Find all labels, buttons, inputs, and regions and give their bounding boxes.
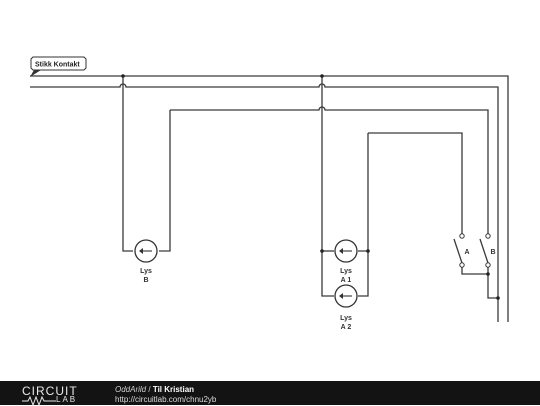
lamp-b-label-line2: B (143, 277, 148, 284)
junction-dots (121, 74, 500, 300)
logo-resistor-icon (22, 396, 56, 406)
logo-text-bottom: LAB (56, 395, 78, 404)
logo-text-top: CIRCUIT (22, 384, 78, 398)
circuit-credit: OddArild / Til Kristian (115, 385, 194, 394)
credit-separator: / (148, 385, 151, 394)
switch-a: A (453, 233, 470, 268)
stikk-kontakt-tag: Stikk Kontakt (30, 56, 87, 77)
lamp-a1-label-line2: A 1 (341, 277, 352, 284)
switch-b: B (479, 233, 496, 268)
lamp-b-label-line1: Lys (140, 268, 152, 275)
lamp-a1-label-line1: Lys (340, 268, 352, 275)
stikk-kontakt-label: Stikk Kontakt (35, 62, 80, 69)
circuit-url[interactable]: http://circuitlab.com/chnu2yb (115, 395, 217, 404)
lamp-a2-label-line1: Lys (340, 315, 352, 322)
footer-bar: CIRCUIT LAB OddArild / Til Kristian http… (0, 381, 540, 406)
lamp-b: Lys B (134, 239, 158, 284)
switch-a-label: A (464, 249, 469, 256)
supply-wires (30, 75, 509, 322)
circuitlab-logo[interactable]: CIRCUIT LAB (22, 384, 94, 406)
circuit-schematic: Stikk Kontakt Lys B (30, 56, 509, 331)
lamp-a2: Lys A 2 (334, 284, 358, 331)
lamp-a1: Lys A 1 (334, 239, 358, 284)
author-name[interactable]: OddArild (115, 385, 147, 394)
lamp-a2-label-line2: A 2 (341, 324, 352, 331)
circuit-title: Til Kristian (152, 385, 195, 394)
switch-b-label: B (490, 249, 495, 256)
